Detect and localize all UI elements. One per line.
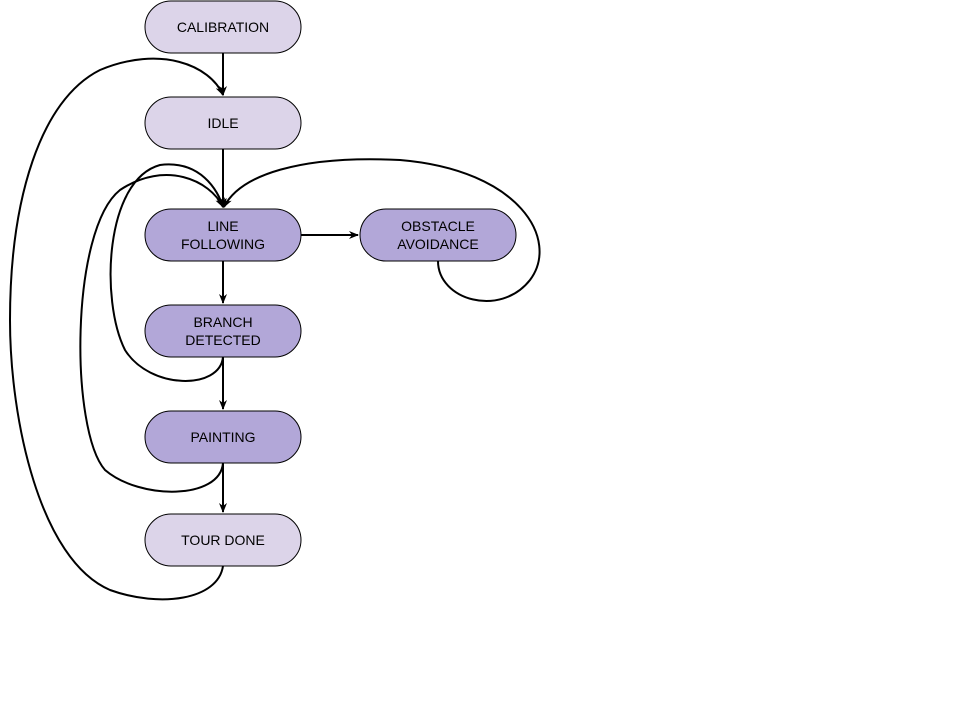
node-label-idle: IDLE	[207, 115, 238, 131]
edges	[8, 53, 541, 601]
node-obstacle-avoidance: OBSTACLE AVOIDANCE	[359, 208, 517, 262]
node-label-line-following-line-2: FOLLOWING	[181, 236, 265, 252]
node-box-painting	[144, 410, 302, 464]
node-idle: IDLE	[144, 96, 302, 150]
node-box-obstacle-avoidance	[359, 208, 517, 262]
node-label-line-following-line-1: LINE	[207, 218, 238, 234]
node-label-branch-detected-line-2: DETECTED	[185, 332, 260, 348]
node-calibration: CALIBRATION	[144, 0, 302, 54]
node-label-painting: PAINTING	[190, 429, 255, 445]
node-label-branch-detected-line-1: BRANCH	[193, 314, 252, 330]
node-label-obstacle-avoidance-line-2: AVOIDANCE	[397, 236, 478, 252]
node-label-obstacle-avoidance-line-1: OBSTACLE	[401, 218, 475, 234]
node-painting: PAINTING	[144, 410, 302, 464]
node-line-following: LINE FOLLOWING	[144, 208, 302, 262]
node-box-idle	[144, 96, 302, 150]
node-branch-detected: BRANCH DETECTED	[144, 304, 302, 358]
edge-branch-detected-to-line-following	[109, 163, 225, 382]
edge-painting-to-line-following	[79, 174, 224, 493]
node-box-branch-detected	[144, 304, 302, 358]
node-label-calibration: CALIBRATION	[177, 19, 269, 35]
node-box-calibration	[144, 0, 302, 54]
node-tour-done: TOUR DONE	[144, 513, 302, 567]
node-box-tour-done	[144, 513, 302, 567]
edge-tour-done-to-idle	[8, 57, 224, 601]
node-label-tour-done: TOUR DONE	[181, 532, 265, 548]
nodes: CALIBRATION IDLE LINE FOLLOWING OBSTACLE AVOI…	[144, 0, 517, 567]
edge-obstacle-avoidance-to-line-following	[223, 158, 541, 302]
node-box-line-following	[144, 208, 302, 262]
